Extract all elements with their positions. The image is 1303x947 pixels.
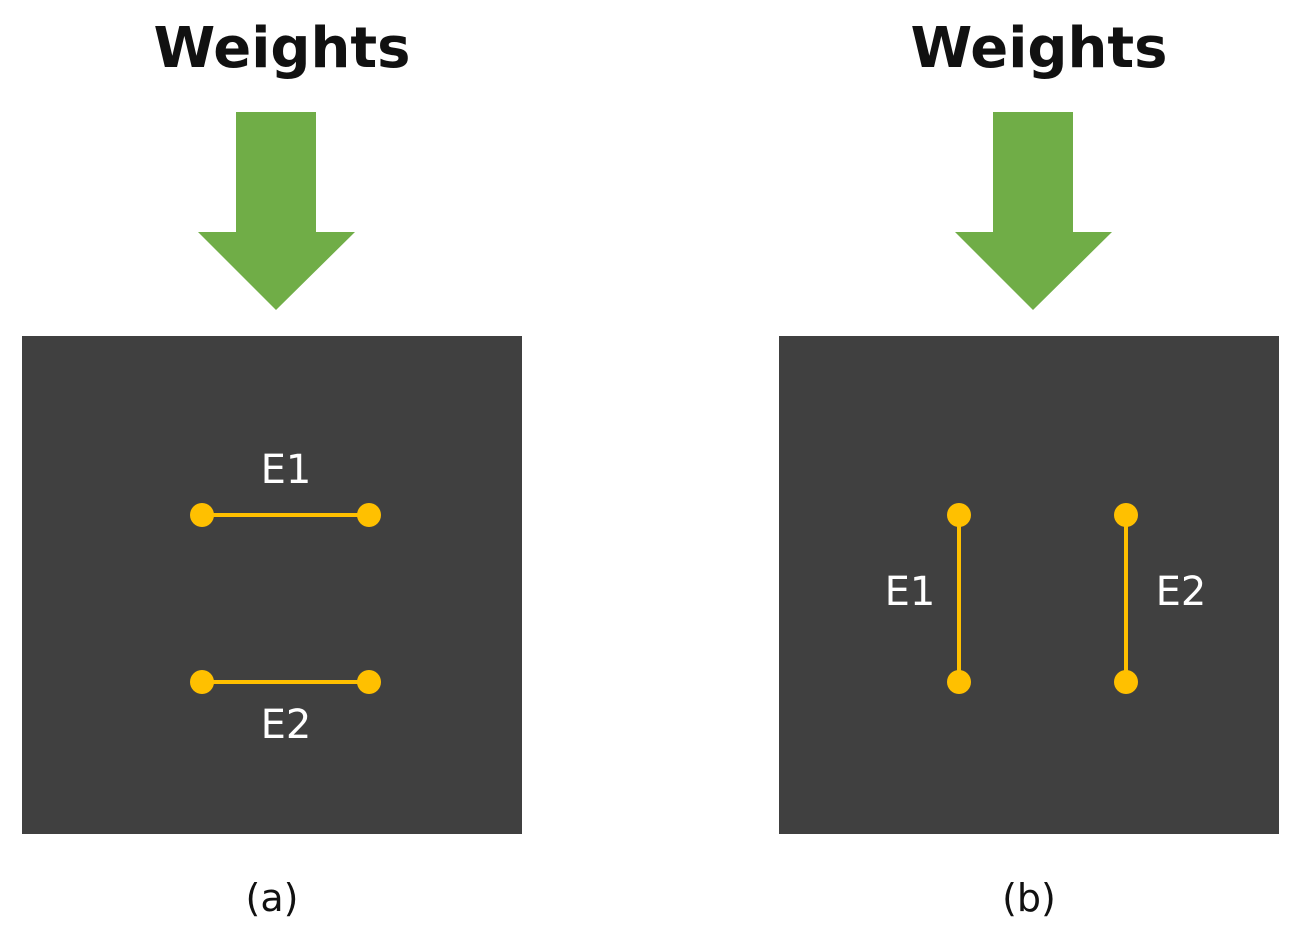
panel-a: Weights E1 E2 (a) xyxy=(22,0,542,947)
panel-caption: (a) xyxy=(245,876,299,920)
plate-a: E1 E2 xyxy=(22,336,522,834)
down-arrow-icon xyxy=(955,112,1112,310)
electrode-node xyxy=(947,503,971,527)
electrode-layout-a xyxy=(190,503,381,694)
weights-label: Weights xyxy=(910,16,1168,81)
electrode-node xyxy=(190,503,214,527)
plate-b: E1 E2 xyxy=(779,336,1279,834)
electrode-label-e2: E2 xyxy=(1155,569,1207,615)
electrode-node xyxy=(190,670,214,694)
electrode-node xyxy=(1114,503,1138,527)
electrode-e1 xyxy=(190,503,381,527)
electrode-node xyxy=(357,670,381,694)
electrode-node xyxy=(947,670,971,694)
electrode-e1 xyxy=(947,503,971,694)
electrode-e2 xyxy=(190,670,381,694)
electrode-e2 xyxy=(1114,503,1138,694)
panel-caption: (b) xyxy=(1002,876,1056,920)
electrode-node xyxy=(357,503,381,527)
down-arrow-icon xyxy=(198,112,355,310)
electrode-node xyxy=(1114,670,1138,694)
electrode-label-e1: E1 xyxy=(884,569,936,615)
electrode-layout-b xyxy=(947,503,1138,694)
weights-label: Weights xyxy=(153,16,411,81)
panel-b: Weights E1 E2 (b) xyxy=(779,0,1299,947)
electrode-label-e1: E1 xyxy=(260,447,312,493)
electrode-label-e2: E2 xyxy=(260,702,312,748)
